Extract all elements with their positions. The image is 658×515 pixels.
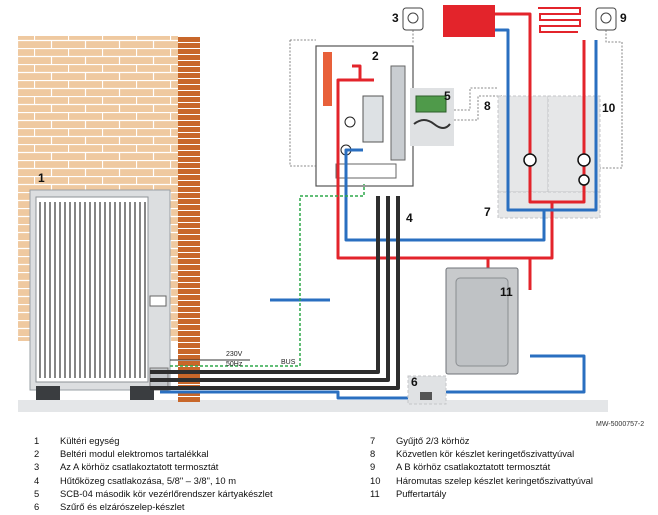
marker-4: 4 <box>406 211 413 225</box>
hot-pipe-main <box>336 40 586 260</box>
thermostat-b <box>595 7 617 31</box>
legend-item: 8 Közvetlen kör készlet keringetőszivatty… <box>370 447 655 460</box>
marker-1: 1 <box>38 171 45 185</box>
legend-item: 1 Kültéri egység <box>34 434 364 447</box>
hot-pipe-to-radiator <box>495 12 532 40</box>
legend-item: 3 Az A körhöz csatlakoztatott termosztát <box>34 460 364 473</box>
mixing-circuit-kit-panel <box>547 95 601 193</box>
legend-text: Beltéri modul elektromos tartalékkal <box>60 448 209 460</box>
bus-label: BUS <box>281 359 296 366</box>
marker-11: 11 <box>500 285 513 299</box>
buffer-tank <box>445 267 519 375</box>
legend-right-column: 7 Gyűjtő 2/3 körhöz 8 Közvetlen kör készle… <box>370 434 655 500</box>
thermostat-wires <box>412 30 623 169</box>
internal-hot-circuit <box>336 64 374 185</box>
legend-number: 9 <box>370 461 376 473</box>
filter-kit <box>407 375 447 405</box>
legend-text: Kültéri egység <box>60 435 120 446</box>
legend-item: 6 Szűrő és elzárószelep-készlet <box>34 500 364 513</box>
floor <box>18 400 608 412</box>
legend-number: 3 <box>34 461 40 473</box>
cold-pipe-to-radiator <box>495 28 510 40</box>
internal-cold-circuit <box>344 148 363 185</box>
legend-number: 2 <box>34 448 40 460</box>
legend: 1 Kültéri egység 2 Beltéri modul elektromo… <box>0 430 658 515</box>
legend-number: 8 <box>370 448 376 460</box>
radiator <box>443 5 495 37</box>
legend-text: SCB-04 második kör vezérlőrendszer kárty… <box>60 487 273 499</box>
marker-6: 6 <box>411 375 418 389</box>
thermostat-a <box>402 7 424 31</box>
voltage-label: 230V <box>226 351 243 358</box>
legend-text: Puffertartály <box>396 487 447 499</box>
legend-number: 5 <box>34 487 40 499</box>
reference-code: MW-5000757-2 <box>596 421 644 428</box>
marker-10: 10 <box>602 101 616 115</box>
frequency-label: 50Hz <box>226 361 243 368</box>
legend-item: 4 Hűtőközeg csatlakozása, 5/8" – 3/8", 10… <box>34 474 364 487</box>
indoor-module <box>315 45 414 187</box>
legend-item: 2 Beltéri modul elektromos tartalékkal <box>34 447 364 460</box>
legend-left-column: 1 Kültéri egység 2 Beltéri modul elektromo… <box>34 434 364 513</box>
marker-3: 3 <box>392 11 399 25</box>
marker-7: 7 <box>484 205 491 219</box>
legend-text: Gyűjtő 2/3 körhöz <box>396 435 470 446</box>
direct-circuit-kit-panel <box>497 95 549 193</box>
pump-icons <box>523 153 591 186</box>
legend-number: 10 <box>370 474 381 486</box>
legend-text: Az A körhöz csatlakoztatott termosztát <box>60 461 219 473</box>
scb04-kit <box>410 88 454 146</box>
legend-item: 11 Puffertartály <box>370 487 655 500</box>
marker-5: 5 <box>444 89 451 103</box>
legend-number: 11 <box>370 487 380 499</box>
marker-8: 8 <box>484 99 491 113</box>
legend-number: 4 <box>34 474 40 486</box>
wall-column <box>178 36 200 402</box>
marker-9: 9 <box>620 11 627 25</box>
cold-pipe-return <box>160 354 586 400</box>
legend-number: 7 <box>370 435 376 446</box>
refrigerant-pipes <box>150 196 400 390</box>
legend-item: 5 SCB-04 második kör vezérlőrendszer kárt… <box>34 487 364 500</box>
legend-text: Hűtőközeg csatlakozása, 5/8" – 3/8", 10 … <box>60 474 237 486</box>
legend-number: 6 <box>34 501 40 513</box>
legend-text: A B körhöz csatlakoztatott termosztát <box>396 461 551 473</box>
control-wires <box>289 39 506 167</box>
legend-number: 1 <box>34 435 40 446</box>
legend-item: 7 Gyűjtő 2/3 körhöz <box>370 434 655 447</box>
cold-pipe-main <box>344 40 598 242</box>
legend-text: Háromutas szelep készlet keringetőszivat… <box>396 474 593 486</box>
legend-item: 9 A B körhöz csatlakoztatott termosztát <box>370 460 655 473</box>
installation-diagram: 1 2 3 4 5 6 7 8 9 10 11 230V 50Hz BUS MW… <box>18 5 644 428</box>
outdoor-unit <box>29 189 171 400</box>
legend-text: Szűrő és elzárószelep-készlet <box>60 501 185 513</box>
marker-2: 2 <box>372 49 379 63</box>
underfloor-heating <box>538 7 581 33</box>
legend-text: Közvetlen kör készlet keringetőszivattyú… <box>396 448 575 460</box>
bus-cable <box>170 184 365 367</box>
legend-item: 10 Háromutas szelep készlet keringetősziv… <box>370 474 655 487</box>
